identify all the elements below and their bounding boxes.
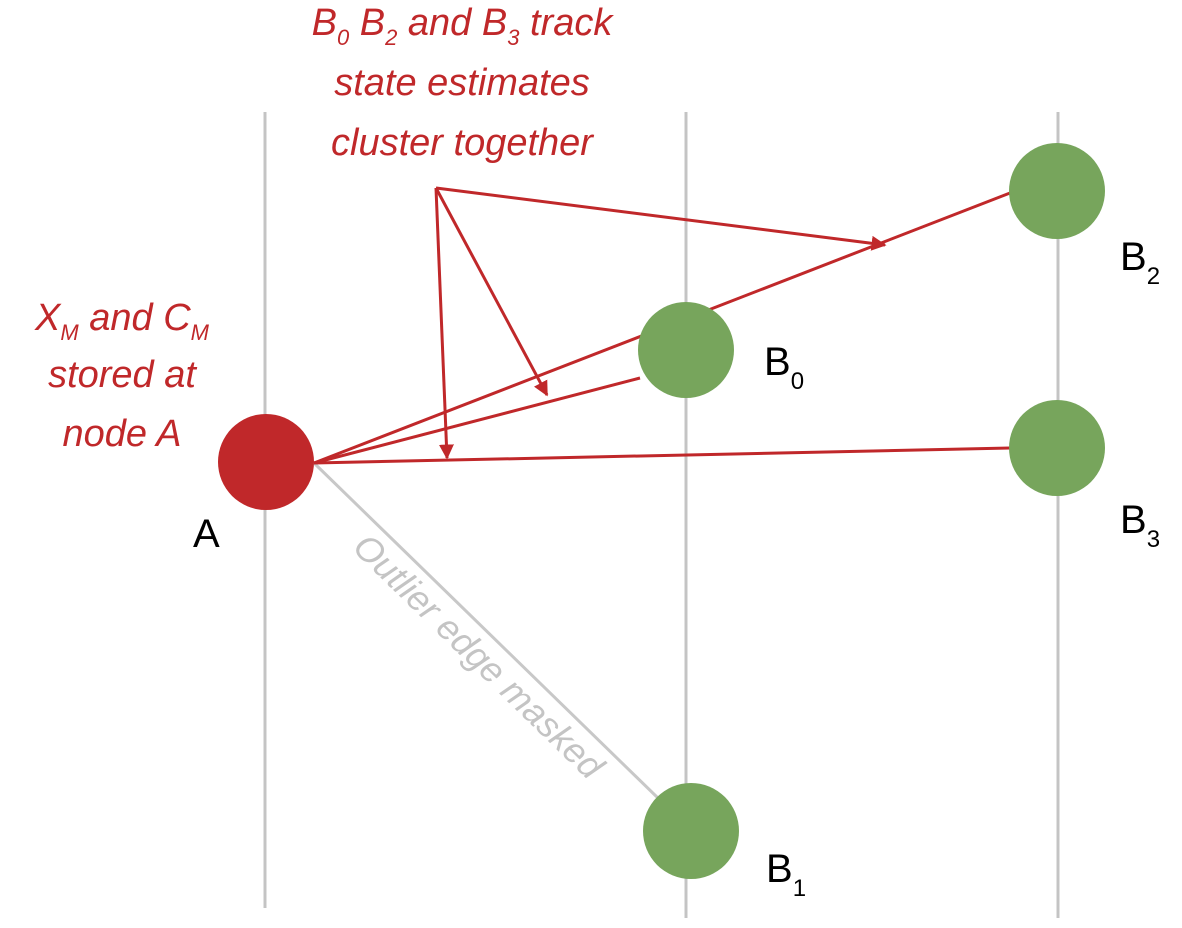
annotation-arrow-b2 <box>435 186 887 251</box>
annotation-arrow-b0 <box>434 187 549 397</box>
node-b3-label: B3 <box>1120 498 1160 553</box>
edge-a-b0 <box>313 376 641 465</box>
node-b3 <box>1009 400 1105 496</box>
annotation-arrow-b3 <box>434 187 454 460</box>
annotation-top-line2: state estimates <box>334 62 590 104</box>
node-b0 <box>638 302 734 398</box>
node-b1 <box>643 783 739 879</box>
node-b2-label: B2 <box>1120 235 1160 290</box>
node-b2 <box>1009 143 1105 239</box>
outlier-edge-label: Outlier edge masked <box>346 525 613 787</box>
annotation-left-line3: node A <box>62 413 181 455</box>
edge-a-b3 <box>313 446 1011 465</box>
outlier-edge <box>312 461 662 802</box>
node-a <box>218 414 314 510</box>
node-b0-label: B0 <box>764 340 804 395</box>
node-b1-label: B1 <box>766 847 806 902</box>
annotation-left-line1: XM and CM <box>34 297 210 345</box>
annotation-left-line2: stored at <box>48 354 197 396</box>
node-a-label: A <box>193 512 220 556</box>
annotation-top-line1: B0 B2 and B3 track <box>312 2 615 50</box>
annotation-top-line3: cluster together <box>331 122 594 164</box>
